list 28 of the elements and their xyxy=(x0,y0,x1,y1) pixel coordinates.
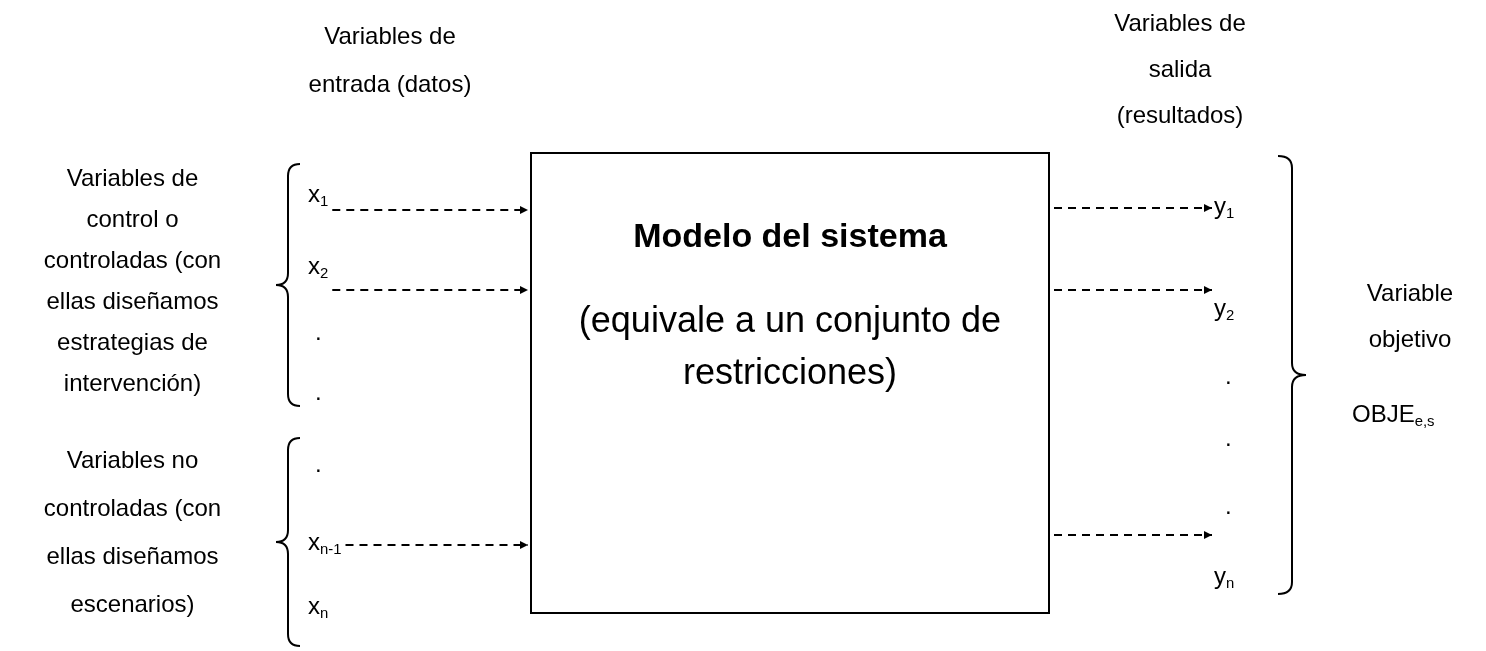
variable-label: x$_{n-1}$ xyxy=(308,528,342,556)
ellipsis-dot: . xyxy=(1225,362,1232,390)
ellipsis-dot: . xyxy=(1225,492,1232,520)
variable-label: x$_{n}$ xyxy=(308,592,329,620)
dashed-arrow xyxy=(344,541,529,549)
group-description: Variables de control o controladas (con ellas diseñamos estrategias de intervención) xyxy=(42,163,223,398)
column-heading: Variables de salida (resultados) xyxy=(1113,8,1247,130)
variable-label: y$_{2}$ xyxy=(1214,294,1235,322)
ellipsis-dot: . xyxy=(315,450,322,478)
objective-label: OBJE$_{e,s}$ xyxy=(1352,400,1435,428)
dashed-arrow xyxy=(1053,204,1213,212)
column-heading: Variables de entrada (datos) xyxy=(307,21,473,99)
variable-label: y$_{n}$ xyxy=(1214,562,1235,590)
dashed-arrow xyxy=(331,206,529,214)
ellipsis-dot: . xyxy=(1225,424,1232,452)
box-description: (equivale a un conjunto de restricciones) xyxy=(577,298,1003,394)
variable-label: x$_{1}$ xyxy=(308,180,329,208)
objective-description: Variable objetivo xyxy=(1365,278,1455,354)
dashed-arrow xyxy=(1053,286,1213,294)
ellipsis-dot: . xyxy=(315,318,322,346)
variable-label: y$_{1}$ xyxy=(1214,192,1235,220)
variable-label: x$_{2}$ xyxy=(308,252,329,280)
dashed-arrow xyxy=(331,286,529,294)
dashed-arrow xyxy=(1053,531,1213,539)
group-description: Variables no controladas (con ellas diseñamos escenarios) xyxy=(42,445,223,619)
ellipsis-dot: . xyxy=(315,378,322,406)
box-title: Modelo del sistema xyxy=(632,216,948,255)
model-box xyxy=(530,152,1050,614)
